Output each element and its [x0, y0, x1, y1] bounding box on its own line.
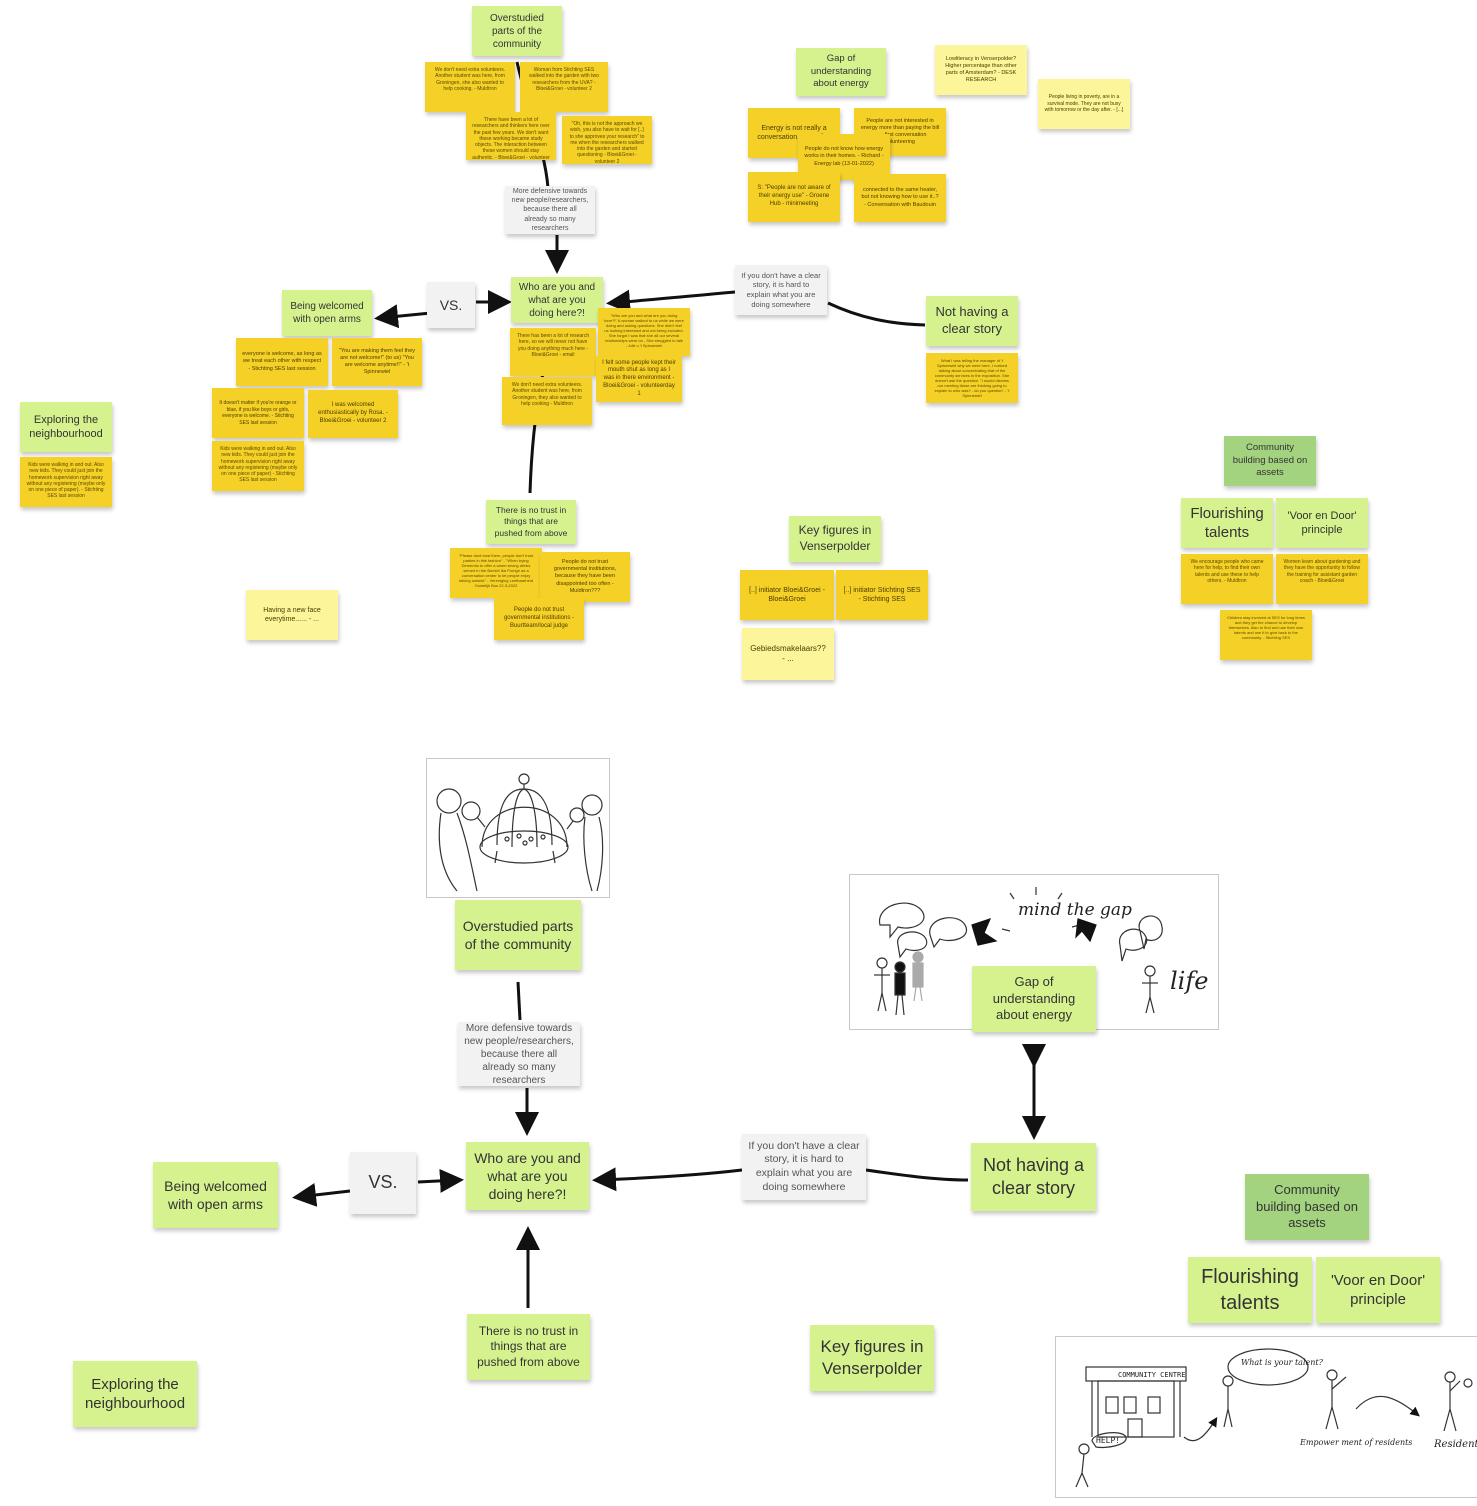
flourishing-note-large[interactable]: Flourishing talents: [1188, 1257, 1312, 1323]
life-text: life: [1170, 967, 1208, 995]
birdcage-sketch[interactable]: [426, 758, 610, 898]
new-face-note[interactable]: Having a new face everytime...... - ...: [246, 590, 338, 640]
no-trust-evidence-3[interactable]: People do not trust governmental institu…: [494, 598, 584, 640]
welcomed-evidence-4[interactable]: I was welcomed enthusiastically by Rosa.…: [308, 390, 398, 438]
no-trust-evidence-2[interactable]: People do not trust governmental institu…: [540, 552, 630, 602]
voor-en-door-note-large[interactable]: 'Voor en Door' principle: [1316, 1257, 1440, 1323]
who-evidence-4[interactable]: I felt some people kept their mouth shut…: [596, 356, 682, 402]
assets-evidence-2[interactable]: Women learn about gardening and they hav…: [1276, 554, 1368, 604]
vs-note-large[interactable]: VS.: [350, 1152, 416, 1214]
who-evidence-1[interactable]: There has been a lot of research here, s…: [510, 328, 596, 376]
who-are-you-note-large[interactable]: Who are you and what are you doing here?…: [466, 1142, 589, 1210]
empowerment-text: Empower ment of residents: [1299, 1438, 1412, 1447]
talent-bubble-text: What is your talent?: [1241, 1358, 1324, 1367]
welcomed-note[interactable]: Being welcomed with open arms: [282, 290, 372, 336]
resident-text: Resident and fl: [1433, 1439, 1477, 1450]
poverty-note[interactable]: People living in poverty, are in a survi…: [1038, 79, 1130, 129]
defensive-note-large[interactable]: More defensive towards new people/resear…: [458, 1022, 580, 1086]
gap-evidence-3[interactable]: People do not know how energy works in t…: [798, 134, 890, 180]
no-trust-note-large[interactable]: There is no trust in things that are pus…: [467, 1314, 590, 1380]
no-trust-note[interactable]: There is no trust in things that are pus…: [486, 500, 576, 544]
gap-energy-note[interactable]: Gap of understanding about energy: [796, 48, 886, 96]
welcomed-evidence-1[interactable]: everyone is welcome, as long as we treat…: [236, 338, 328, 386]
not-clear-story-note-large[interactable]: Not having a clear story: [971, 1143, 1096, 1211]
clear-story-link-note-large[interactable]: If you don't have a clear story, it is h…: [742, 1134, 866, 1200]
key-figures-evidence-3[interactable]: Gebiedsmakelaars?? - ...: [742, 628, 834, 680]
overstudied-evidence-3[interactable]: There have been a lot of researchers and…: [466, 112, 556, 160]
welcomed-evidence-3[interactable]: It doesn't matter if you're orange or bl…: [212, 388, 304, 438]
flourishing-note[interactable]: Flourishing talents: [1181, 498, 1273, 548]
mind-the-gap-text: mind the gap: [1018, 900, 1132, 920]
key-figures-note-large[interactable]: Key figures in Venserpolder: [810, 1325, 934, 1391]
who-evidence-2[interactable]: We don't need extra volunteers. Another …: [502, 377, 592, 425]
community-centre-label: COMMUNITY CENTRE: [1118, 1371, 1185, 1379]
vs-note[interactable]: VS.: [427, 282, 475, 328]
not-clear-story-evidence[interactable]: What I was telling the manager of 't Spi…: [926, 353, 1018, 403]
mind-the-gap-drawing: mind the gap life: [874, 887, 1208, 1016]
welcomed-evidence-5[interactable]: Kids were walking in and out. Also new k…: [212, 441, 304, 491]
who-are-you-note[interactable]: Who are you and what are you doing here?…: [511, 277, 603, 323]
key-figures-evidence-1[interactable]: [..] initiator Bloei&Groei - Bloei&Groei: [740, 570, 834, 620]
who-evidence-3[interactable]: "Who are you and what are you doing here…: [598, 308, 690, 356]
overstudied-evidence-4[interactable]: "Oh, this is not the approach we wish, y…: [562, 116, 652, 164]
overstudied-evidence-2[interactable]: Woman from Stichting SES walked into the…: [520, 62, 608, 112]
voor-en-door-note[interactable]: 'Voor en Door' principle: [1276, 498, 1368, 548]
no-trust-evidence-1[interactable]: "Please dont trust them, people don't tr…: [450, 548, 542, 598]
assets-evidence-3[interactable]: Children stay involved at SES for long t…: [1220, 610, 1312, 660]
help-text: HELP!: [1096, 1436, 1120, 1445]
not-clear-story-note[interactable]: Not having a clear story: [926, 296, 1018, 346]
exploring-note-large[interactable]: Exploring the neighbourhood: [73, 1361, 197, 1427]
defensive-note[interactable]: More defensive towards new people/resear…: [505, 186, 595, 234]
lowliteracy-note[interactable]: Lowliteracy in Venserpolder? Higher perc…: [935, 45, 1027, 95]
assets-evidence-1[interactable]: We encourage people who came here for he…: [1181, 554, 1273, 604]
welcomed-note-large[interactable]: Being welcomed with open arms: [153, 1162, 278, 1228]
welcomed-evidence-2[interactable]: "You are making them feel they are not w…: [332, 338, 422, 386]
community-assets-note-large[interactable]: Community building based on assets: [1245, 1174, 1369, 1240]
overstudied-evidence-1[interactable]: We don't need extra volunteers. Another …: [425, 62, 515, 112]
gap-evidence-4[interactable]: S: "People are not aware of their energy…: [748, 172, 840, 222]
key-figures-evidence-2[interactable]: [..] initiator Stichting SES - Stichting…: [836, 570, 928, 620]
community-assets-note[interactable]: Community building based on assets: [1224, 436, 1316, 486]
exploring-note[interactable]: Exploring the neighbourhood: [20, 402, 112, 452]
community-centre-drawing: COMMUNITY CENTRE HELP! What is your tale…: [1075, 1348, 1477, 1488]
gap-energy-note-large[interactable]: Gap of understanding about energy: [972, 966, 1096, 1032]
gap-evidence-5[interactable]: connected to the same heater, but not kn…: [854, 174, 946, 222]
overstudied-note-large[interactable]: Overstudied parts of the community: [455, 900, 581, 970]
overstudied-note[interactable]: Overstudied parts of the community: [472, 6, 562, 56]
birdcage-drawing: [436, 773, 604, 892]
community-centre-sketch[interactable]: COMMUNITY CENTRE HELP! What is your tale…: [1055, 1336, 1477, 1498]
clear-story-link-note[interactable]: If you don't have a clear story, it is h…: [735, 265, 827, 315]
key-figures-note[interactable]: Key figures in Venserpolder: [789, 516, 881, 562]
exploring-evidence[interactable]: Kids were walking in and out. Also new k…: [20, 457, 112, 507]
